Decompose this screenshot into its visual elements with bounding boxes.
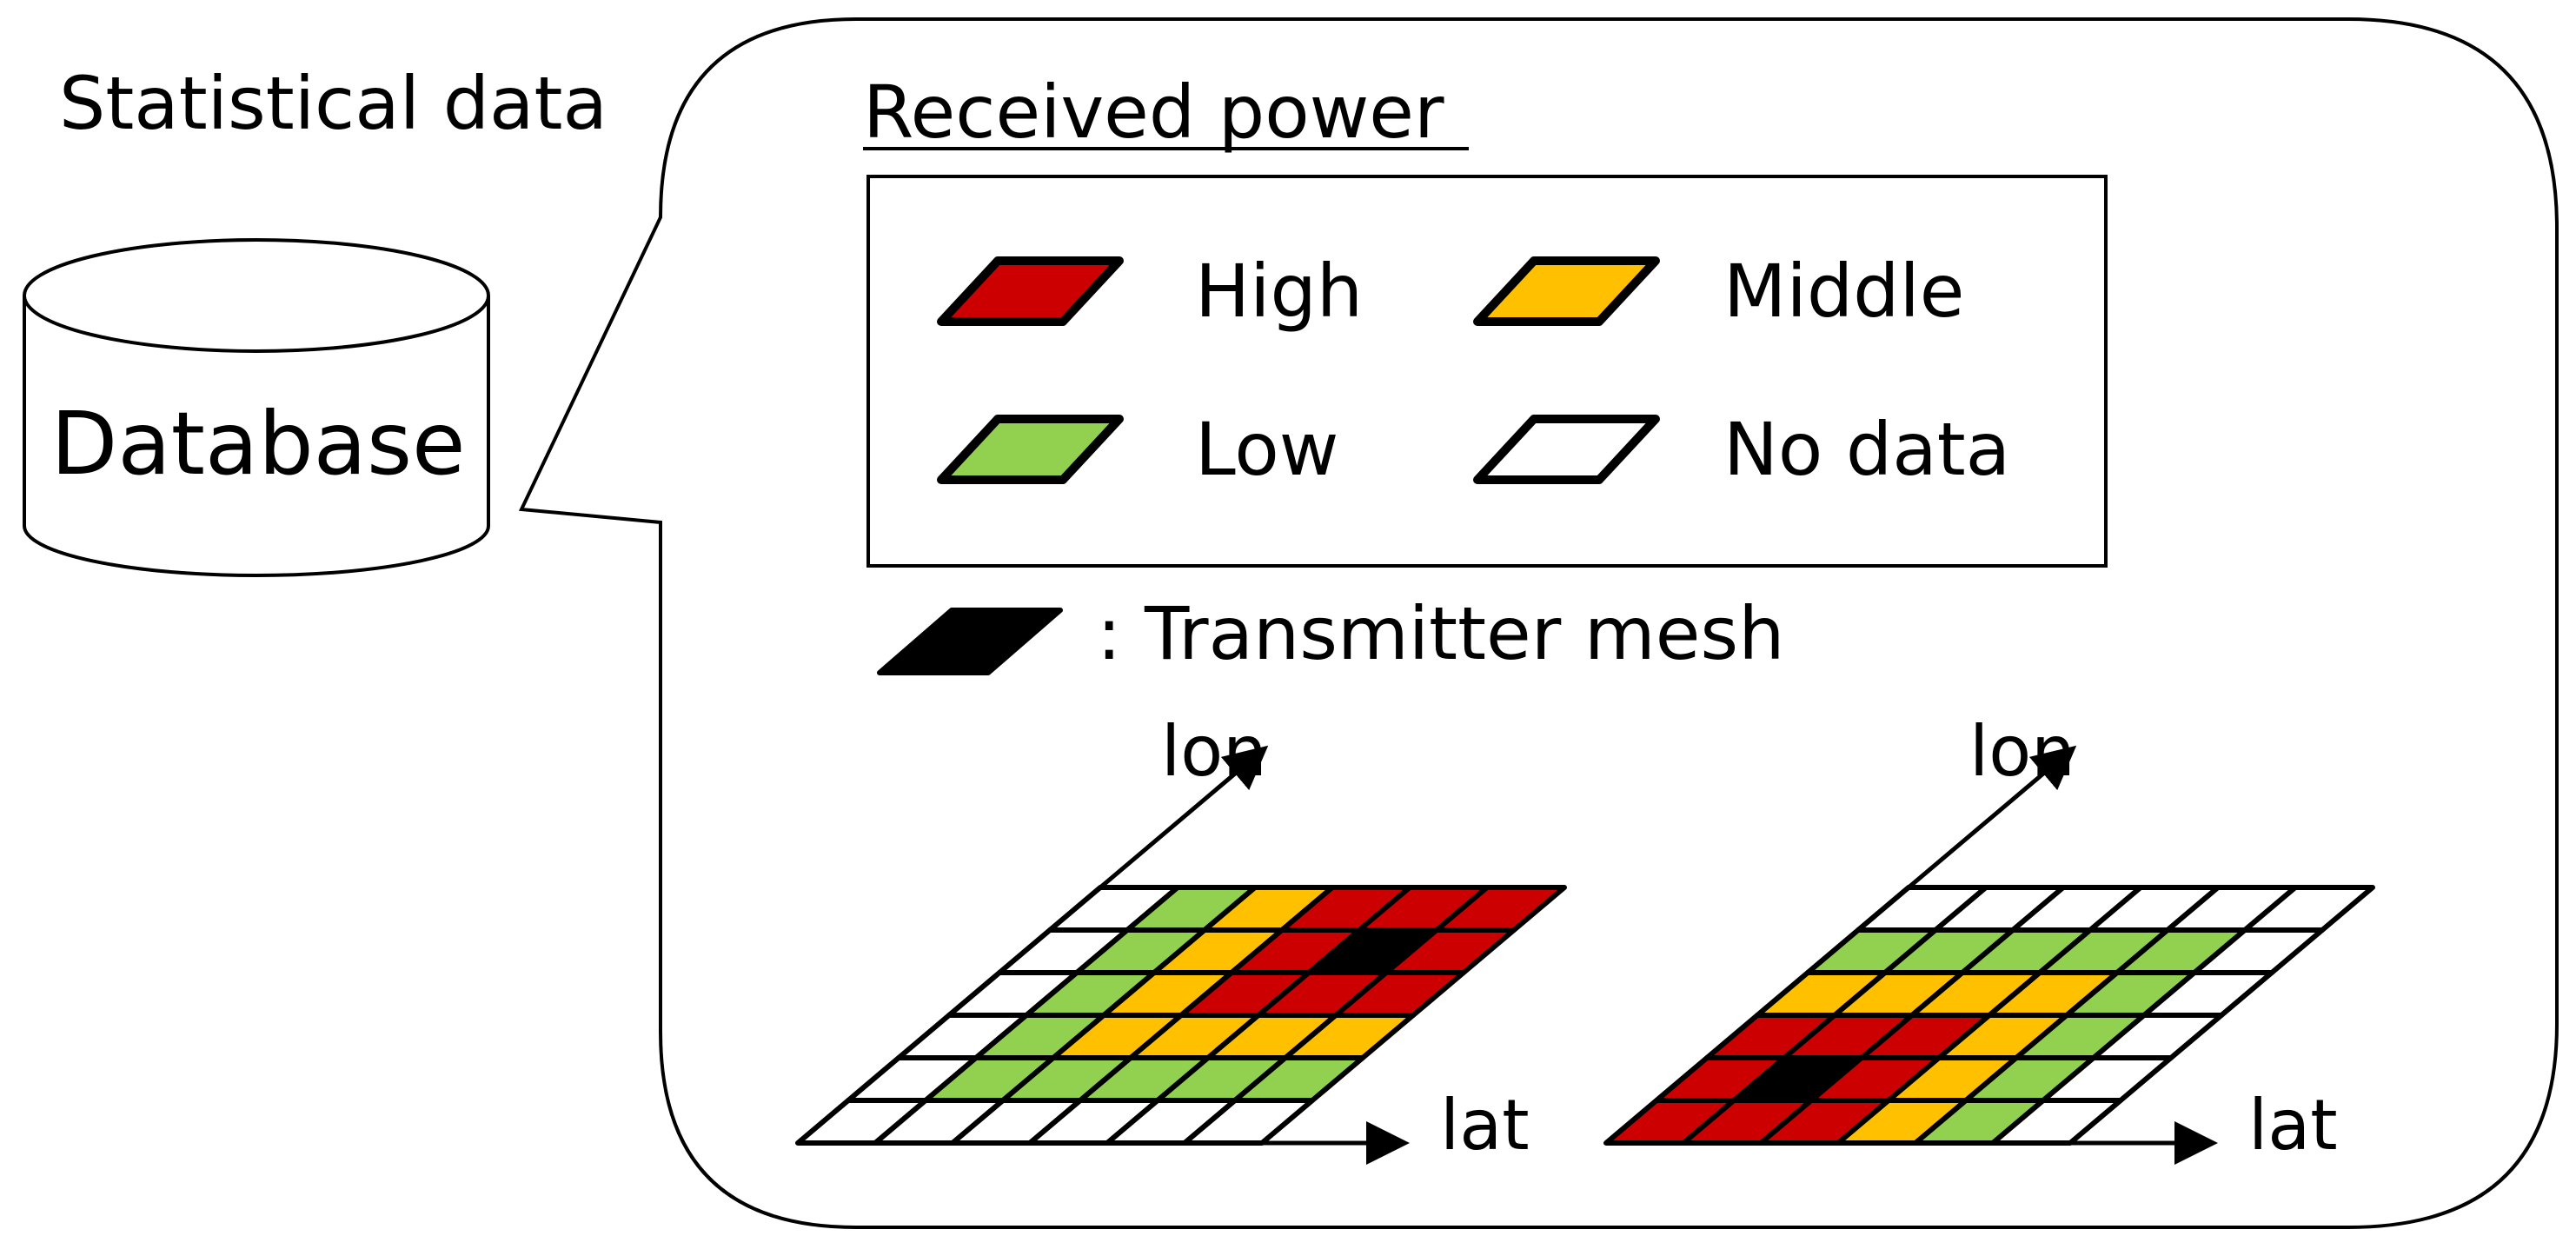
lon-axis-arrow [796, 745, 1269, 1145]
transmitter-label: : Transmitter mesh [1097, 591, 1784, 676]
legend-swatch-middle [1473, 256, 1660, 326]
legend-label-high: High [1195, 249, 1363, 334]
legend-label-middle: Middle [1723, 249, 1964, 334]
legend-label-low: Low [1195, 407, 1338, 492]
lon-axis-arrow [1604, 745, 2077, 1145]
database-label: Database [50, 393, 465, 495]
grid-map-1: lat lon [795, 711, 1567, 1166]
legend-box [866, 175, 2108, 568]
maps-layer: lat lon lat lon [795, 711, 2375, 1166]
database-cylinder-icon [23, 238, 490, 577]
lon-axis-label: lon [1161, 711, 1267, 792]
legend-swatch-low [937, 415, 1124, 484]
statistical-data-title: Statistical data [59, 61, 607, 146]
grid-map-2: lat lon [1603, 711, 2375, 1166]
transmitter-legend: : Transmitter mesh [877, 591, 1784, 676]
legend-label-no-data: No data [1723, 407, 2010, 492]
lat-axis-label: lat [1440, 1085, 1530, 1166]
lon-axis-label: lon [1969, 711, 2075, 792]
transmitter-swatch [877, 608, 1063, 675]
lat-axis-label: lat [2248, 1085, 2338, 1166]
legend-swatch-no-data [1473, 415, 1660, 484]
legend-swatch-high [937, 256, 1124, 326]
received-power-title: Received power [863, 70, 1444, 155]
